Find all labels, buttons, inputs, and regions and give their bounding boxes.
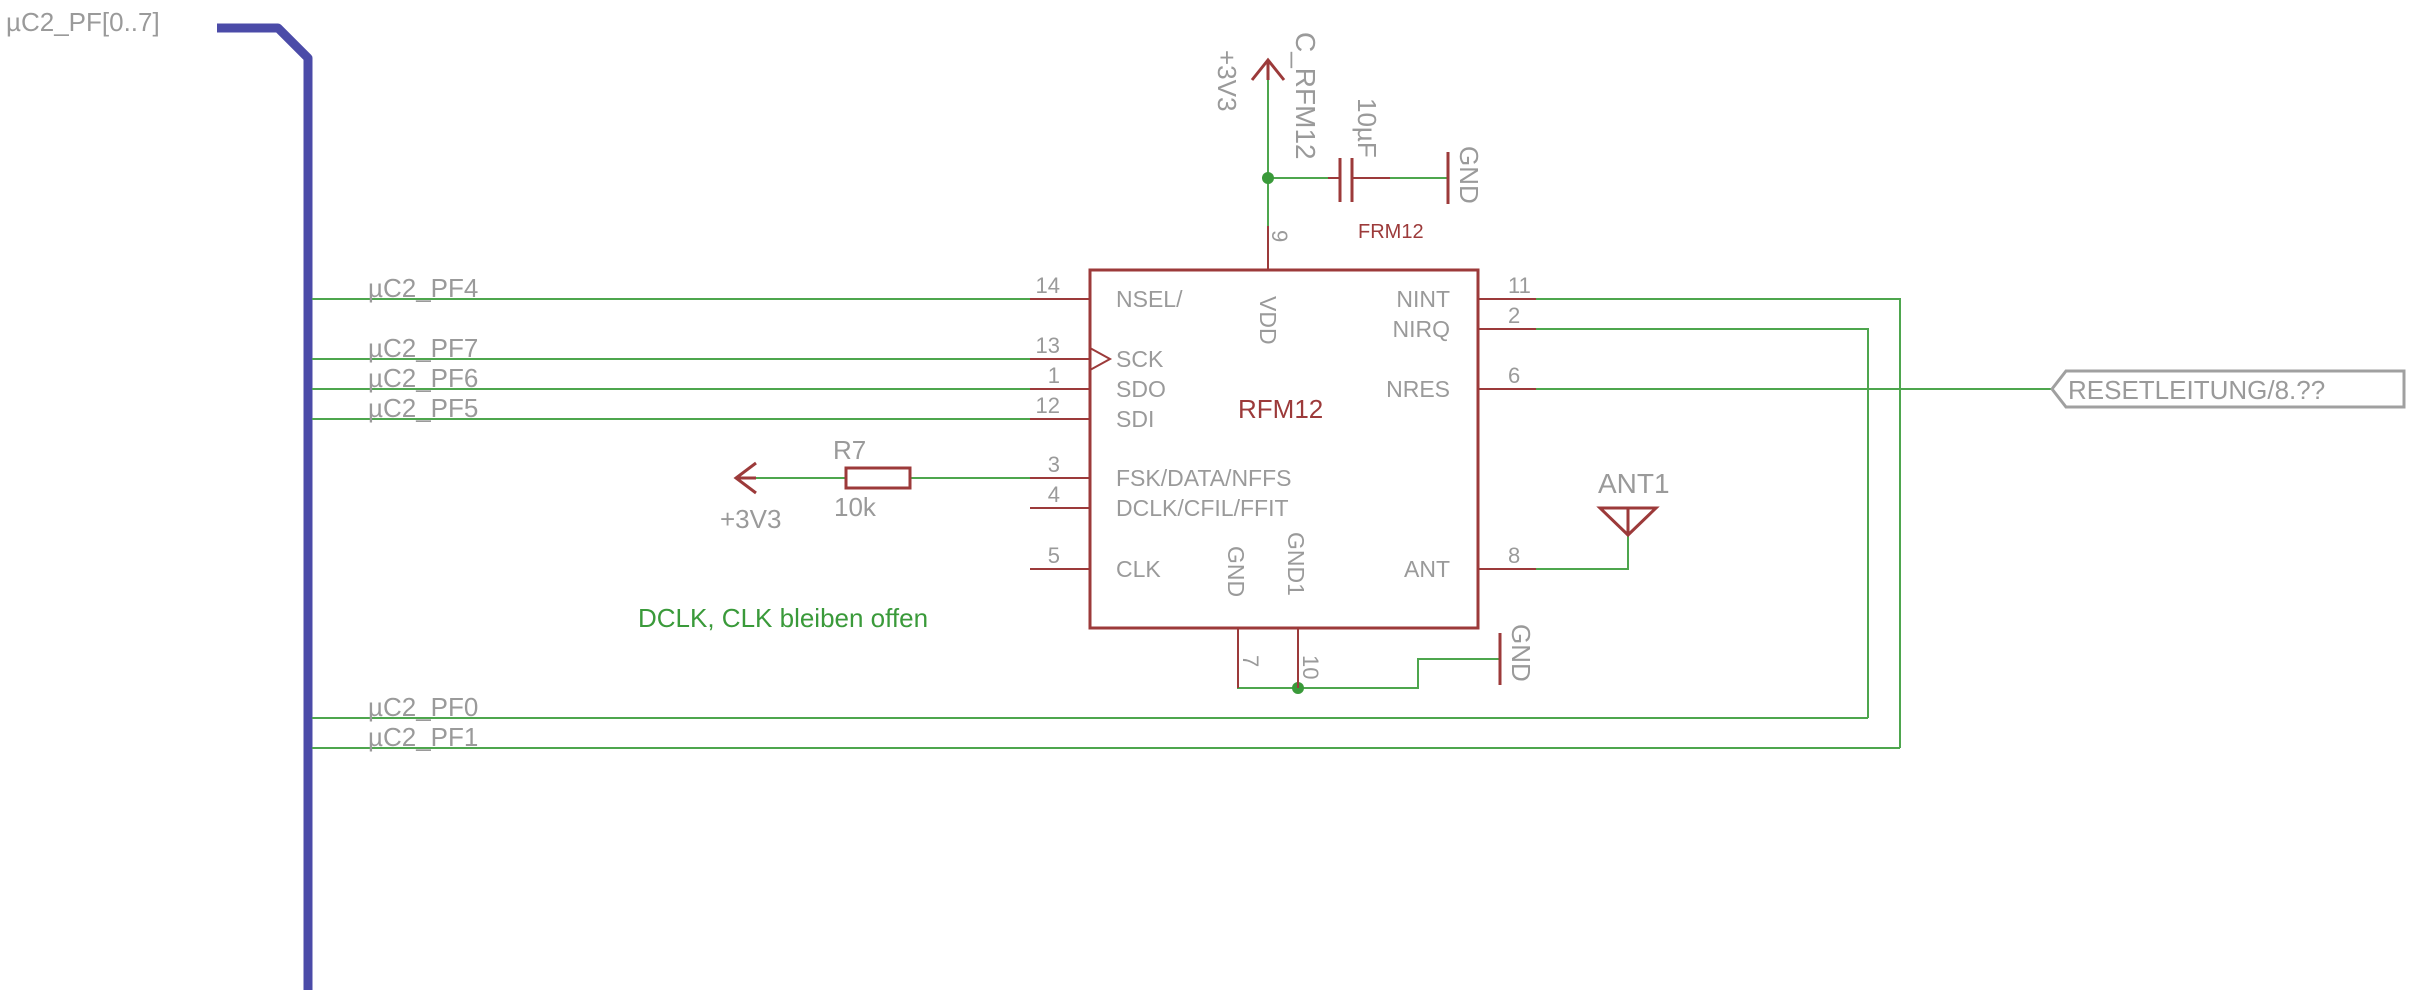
net-label-pf1: µC2_PF1 xyxy=(368,722,478,752)
gnd-label-ic: GND xyxy=(1506,624,1536,682)
net-label-pf5: µC2_PF5 xyxy=(368,393,478,423)
pin-number: 4 xyxy=(1048,482,1060,507)
pin-number: 8 xyxy=(1508,543,1520,568)
pin-number: 10 xyxy=(1298,655,1323,679)
reset-port-label[interactable] xyxy=(2050,369,2406,409)
pin-number: 9 xyxy=(1267,230,1292,242)
pin-name: FSK/DATA/NFFS xyxy=(1116,465,1292,491)
pin-name: CLK xyxy=(1116,556,1161,582)
resistor-value: 10k xyxy=(834,492,877,522)
pin-number: 14 xyxy=(1036,273,1060,298)
net-label-pf0: µC2_PF0 xyxy=(368,692,478,722)
capacitor-value: 10µF xyxy=(1352,98,1382,158)
clock-marker xyxy=(1089,347,1113,371)
ic-name: RFM12 xyxy=(1238,394,1323,424)
pin-number: 5 xyxy=(1048,543,1060,568)
net-label-pf7: µC2_PF7 xyxy=(368,333,478,363)
pin-number: 11 xyxy=(1508,273,1531,298)
net-label-pf6: µC2_PF6 xyxy=(368,363,478,393)
pin-name: GND xyxy=(1223,546,1249,597)
pin-name: NSEL/ xyxy=(1116,286,1183,312)
pin-name: GND1 xyxy=(1283,532,1309,596)
capacitor-name: C_RFM12 xyxy=(1290,32,1321,160)
capacitor-sheet-label: FRM12 xyxy=(1358,221,1424,243)
pin-name: SCK xyxy=(1116,346,1164,372)
pin-name: SDI xyxy=(1116,406,1154,432)
ic-rfm12-body[interactable] xyxy=(1088,268,1480,630)
pin-name: NIRQ xyxy=(1393,316,1451,342)
resistor-name: R7 xyxy=(833,435,866,465)
bus-line[interactable] xyxy=(217,23,313,990)
schematic-note: DCLK, CLK bleiben offen xyxy=(638,603,928,633)
pin-number: 3 xyxy=(1048,452,1060,477)
pin-number: 6 xyxy=(1508,363,1520,388)
pin-number: 13 xyxy=(1036,333,1060,358)
supply-label-left: +3V3 xyxy=(720,504,781,534)
pin-name: NRES xyxy=(1386,376,1450,402)
pin-name: ANT xyxy=(1404,556,1450,582)
supply-label-top: +3V3 xyxy=(1212,50,1242,111)
resistor-r7[interactable] xyxy=(844,466,912,490)
junction-dot xyxy=(1262,172,1274,184)
antenna-name: ANT1 xyxy=(1598,468,1670,499)
net-label-pf4: µC2_PF4 xyxy=(368,273,478,303)
pin-name: DCLK/CFIL/FFIT xyxy=(1116,495,1289,521)
pin-number: 1 xyxy=(1048,363,1060,388)
pin-number: 7 xyxy=(1238,655,1263,667)
reset-label-text: RESETLEITUNG/8.?? xyxy=(2068,375,2325,405)
pin-number: 2 xyxy=(1508,303,1520,328)
pin-number: 12 xyxy=(1036,393,1060,418)
pin-name: NINT xyxy=(1396,286,1450,312)
net-wires xyxy=(312,78,2052,749)
gnd-label-cap: GND xyxy=(1454,146,1484,204)
bus-label: µC2_PF[0..7] xyxy=(6,7,160,37)
pin-name: SDO xyxy=(1116,376,1166,402)
ic-pin-stubs xyxy=(1030,226,1536,688)
pin-name: VDD xyxy=(1255,296,1281,345)
